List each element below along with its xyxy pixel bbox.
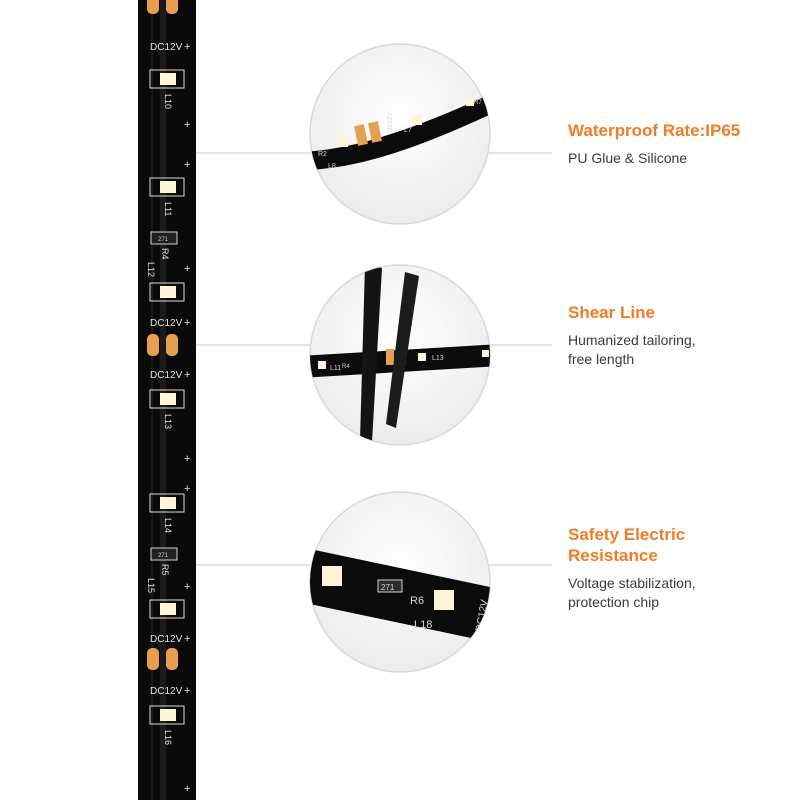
- strip-label-dc: DC12V: [150, 42, 183, 53]
- zoom-circle-shear: L11 L13 R4: [309, 264, 491, 446]
- zoom-led-2a: [318, 361, 326, 369]
- feature-title: Safety Electric Resistance: [568, 525, 686, 565]
- led-chip: [160, 393, 176, 405]
- feature-title: Shear Line: [568, 303, 655, 322]
- feature-desc: Voltage stabilization, protection chip: [568, 575, 696, 610]
- solder-pad: [166, 0, 178, 14]
- zoom-label-r2: R2: [318, 151, 327, 158]
- feature-title: Waterproof Rate:IP65: [568, 121, 741, 140]
- strip-label-dc: DC12V: [150, 634, 183, 645]
- zoom-label-r6: R6: [410, 595, 424, 607]
- zoom-circle-waterproof: R2 L8 L7 R7 L6 DC12V: [309, 43, 491, 225]
- zoom-label-chip: 271: [381, 583, 395, 592]
- strip-label-dc: DC12V: [150, 686, 183, 697]
- led-chip: [160, 73, 176, 85]
- zoom-strip-3: [310, 548, 490, 642]
- led-strip: DC12V+L10+L11+271R4L12+DC12V+DC12V+L13++…: [138, 0, 196, 800]
- zoom-label-l8: L8: [328, 163, 336, 170]
- zoom-led-3a: [322, 566, 342, 586]
- strip-label-led: L15: [146, 578, 156, 593]
- strip-label-plus: +: [184, 263, 190, 275]
- strip-components: DC12V+L10+L11+271R4L12+DC12V+DC12V+L13++…: [146, 0, 190, 795]
- strip-label-plus: +: [184, 685, 190, 697]
- zoom-led-1a: [338, 137, 348, 147]
- led-frame: [149, 599, 185, 619]
- zoom-pad-2a: [386, 349, 394, 365]
- strip-label-led: L10: [163, 94, 173, 109]
- led-chip: [160, 497, 176, 509]
- zoom-pad-1b: [368, 121, 382, 143]
- strip-label-resistor: R5: [160, 564, 170, 576]
- zoom-label-l18: L18: [414, 619, 432, 631]
- zoom-pad-1a: [354, 124, 368, 146]
- zoom-led-2b: [418, 353, 426, 361]
- zoom-label-l13: L13: [432, 355, 444, 362]
- strip-label-plus: +: [184, 317, 190, 329]
- solder-pad: [147, 0, 159, 14]
- strip-label-led: L14: [163, 518, 173, 533]
- resistor: [150, 547, 178, 561]
- strip-label-plus: +: [184, 453, 190, 465]
- feature-waterproof: Waterproof Rate:IP65 PU Glue & Silicone: [568, 120, 788, 168]
- zoom-circle-resistance: 271 R6 L18 DC12V: [309, 491, 491, 673]
- strip-label-plus: +: [184, 483, 190, 495]
- strip-label-plus: +: [184, 581, 190, 593]
- zoom-label-r4: R4: [342, 364, 350, 370]
- strip-label-dc: DC12V: [150, 318, 183, 329]
- scissors-blade-right: [386, 272, 419, 428]
- feature-desc: Humanized tailoring, free length: [568, 332, 696, 367]
- zoom-led-2c: [482, 350, 489, 357]
- led-chip: [160, 181, 176, 193]
- strip-label-led: L12: [146, 262, 156, 277]
- zoom-label-l11: L11: [330, 365, 341, 372]
- strip-label-chip: 271: [158, 237, 169, 243]
- led-frame: [149, 705, 185, 725]
- strip-label-led: L11: [163, 202, 173, 216]
- strip-label-chip: 271: [158, 553, 169, 559]
- strip-label-dc: DC12V: [150, 370, 183, 381]
- zoom-label-dc: DC12V: [388, 113, 394, 132]
- strip-label-plus: +: [184, 369, 190, 381]
- scissors-blade-left: [360, 265, 382, 442]
- led-frame: [149, 493, 185, 513]
- solder-pad: [166, 334, 178, 356]
- zoom-label-l7: L7: [404, 127, 412, 134]
- led-frame: [149, 177, 185, 197]
- led-chip: [160, 286, 176, 298]
- solder-pad: [166, 648, 178, 670]
- strip-label-plus: +: [184, 119, 190, 131]
- led-frame: [149, 69, 185, 89]
- resistor: [150, 231, 178, 245]
- zoom-label-r7: R7: [474, 100, 482, 106]
- led-frame: [149, 282, 185, 302]
- led-chip: [160, 709, 176, 721]
- strip-label-plus: +: [184, 633, 190, 645]
- strip-label-plus: +: [184, 41, 190, 53]
- feature-shear-line: Shear Line Humanized tailoring, free len…: [568, 302, 788, 369]
- solder-pad: [147, 648, 159, 670]
- led-chip: [160, 603, 176, 615]
- feature-desc: PU Glue & Silicone: [568, 150, 688, 166]
- zoom-label-l6: L6: [448, 104, 455, 110]
- connector-lines: [180, 152, 552, 566]
- solder-pad: [147, 334, 159, 356]
- zoom-led-1c: [466, 98, 474, 106]
- strip-label-plus: +: [184, 783, 190, 795]
- zoom-led-1b: [412, 115, 422, 125]
- zoom-chip: [377, 579, 403, 593]
- strip-label-resistor: R4: [160, 248, 170, 260]
- strip-label-led: L13: [163, 414, 173, 429]
- strip-label-led: L16: [163, 730, 173, 745]
- zoom-led-3b: [434, 590, 454, 610]
- strip-label-plus: +: [184, 159, 190, 171]
- zoom-strip-1: [310, 92, 490, 170]
- led-frame: [149, 389, 185, 409]
- feature-safety-resistance: Safety Electric Resistance Voltage stabi…: [568, 524, 788, 612]
